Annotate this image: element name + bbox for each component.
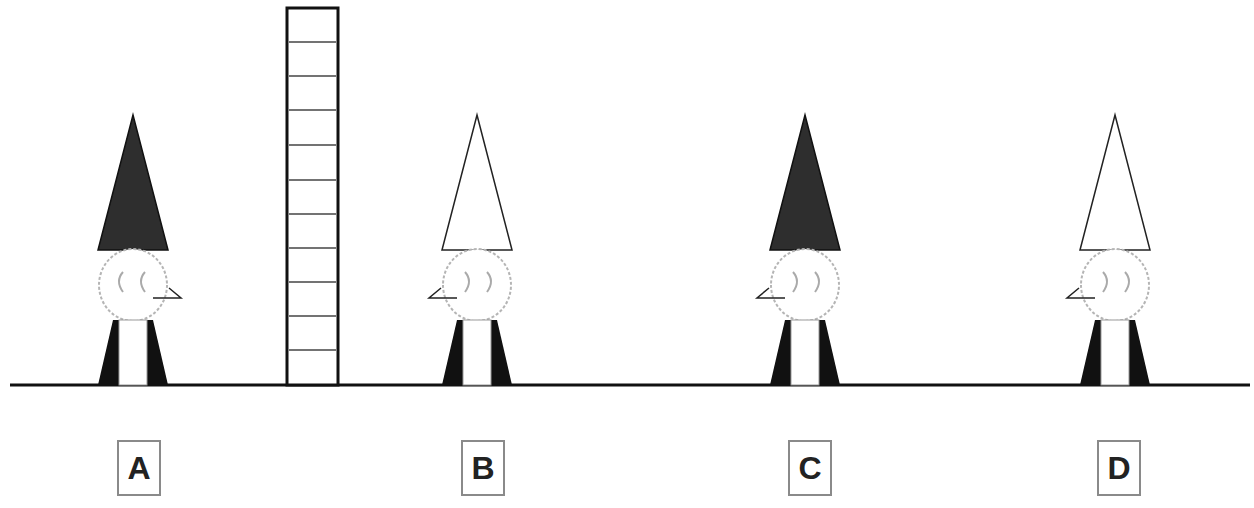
- label-box: C: [788, 440, 832, 496]
- label-box: B: [461, 440, 505, 496]
- label-box: A: [117, 440, 161, 496]
- figure-letter: A: [127, 452, 150, 484]
- figure-letter: C: [798, 452, 821, 484]
- ground-line: [10, 384, 1250, 387]
- label-box: D: [1097, 440, 1141, 496]
- wall: [287, 8, 338, 385]
- gnome-figure: [757, 115, 840, 385]
- gnome-figure: [98, 115, 181, 385]
- figure-letter: B: [471, 452, 494, 484]
- figure-letter: D: [1107, 452, 1130, 484]
- gnome-figure: [429, 115, 512, 385]
- gnome-figure: [1067, 115, 1150, 385]
